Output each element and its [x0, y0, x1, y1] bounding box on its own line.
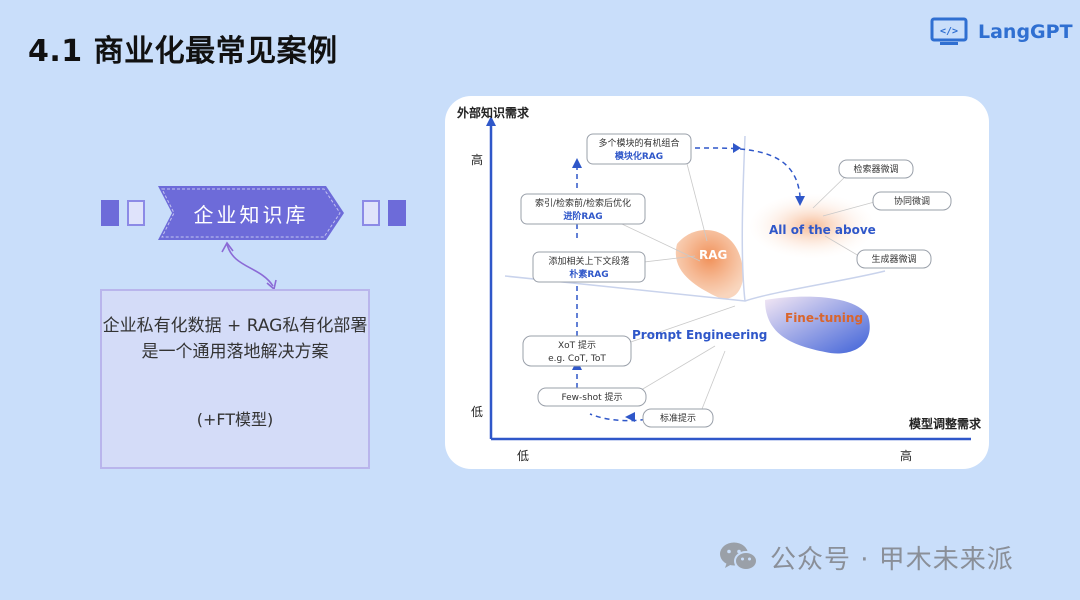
description-box — [100, 289, 370, 469]
node-generator-ft-text: 生成器微调 — [871, 253, 916, 265]
fine-tuning-region — [765, 296, 870, 354]
y-high-label: 高 — [471, 152, 483, 167]
node-collab-ft — [872, 191, 952, 211]
footer: 公众号 · 甲木未来派 — [718, 537, 1014, 577]
langgpt-logo: </> LangGPT — [930, 16, 1073, 48]
node-xot-line2: e.g. CoT, ToT — [548, 354, 606, 364]
node-few-shot — [537, 387, 647, 407]
node-modular-rag-line2: 模块化RAG — [615, 150, 663, 162]
y-axis-arrow-icon — [486, 116, 496, 126]
x-low-label: 低 — [517, 449, 529, 463]
region-fine-tuning: Fine-tuning — [785, 311, 863, 325]
node-collab-ft-text: 协同微调 — [894, 195, 930, 207]
decor-bar-left-solid — [101, 200, 119, 226]
x-axis-label: 模型调整需求 — [909, 416, 982, 431]
footer-text: 公众号 · 甲木未来派 — [770, 544, 1014, 575]
node-standard-prompt — [642, 408, 714, 428]
node-few-shot-text: Few-shot 提示 — [561, 392, 622, 403]
connector-arrow — [221, 241, 277, 291]
y-axis-label: 外部知识需求 — [457, 105, 530, 120]
divider-curve-1 — [504, 270, 886, 302]
progression-arrows — [576, 147, 801, 422]
knowledge-base-banner — [158, 186, 344, 240]
logo-glyph: </> — [940, 26, 958, 37]
node-retriever-ft-text: 检索器微调 — [853, 163, 898, 175]
rag-diagram: 外部知识需求 模型调整需求 高 低 低 高 — [457, 105, 982, 463]
banner-label: 企业知识库 — [193, 202, 309, 227]
node-xot-line1: XoT 提示 — [558, 340, 596, 351]
node-naive-rag-line2: 朴素RAG — [569, 268, 608, 280]
description-note: (+FT模型) — [196, 410, 274, 429]
node-modular-rag-line1: 多个模块的有机组合 — [598, 137, 679, 149]
node-naive-rag — [532, 251, 646, 283]
node-naive-rag-line1: 添加相关上下文段落 — [548, 255, 629, 267]
code-monitor-icon: </> — [930, 17, 968, 45]
node-retriever-ft — [838, 159, 914, 179]
divider-curve-2 — [741, 135, 746, 302]
decor-bar-left-outline — [127, 200, 145, 226]
y-low-label: 低 — [471, 405, 483, 419]
node-advanced-rag-line1: 索引/检索前/检索后优化 — [535, 197, 631, 209]
decor-bar-right-solid — [388, 200, 406, 226]
wechat-icon — [720, 542, 758, 571]
description-text: 企业私有化数据 + RAG私有化部署是一个通用落地解决方案 — [102, 316, 368, 362]
node-advanced-rag — [520, 193, 646, 225]
logo-text: LangGPT — [978, 21, 1073, 43]
rag-diagram-card: 外部知识需求 模型调整需求 高 低 低 高 — [445, 96, 989, 469]
region-prompt-engineering: Prompt Engineering — [632, 328, 767, 342]
node-advanced-rag-line2: 进阶RAG — [563, 210, 602, 222]
node-generator-ft — [856, 249, 932, 269]
x-high-label: 高 — [900, 448, 912, 463]
decor-bar-right-outline — [362, 200, 380, 226]
node-xot — [522, 335, 632, 367]
node-standard-prompt-text: 标准提示 — [660, 412, 696, 424]
all-above-region — [750, 194, 874, 258]
region-all-above: All of the above — [769, 223, 876, 237]
page-title: 4.1 商业化最常见案例 — [28, 34, 338, 69]
region-rag: RAG — [699, 248, 727, 262]
rag-region — [675, 230, 744, 299]
node-modular-rag — [586, 133, 692, 165]
